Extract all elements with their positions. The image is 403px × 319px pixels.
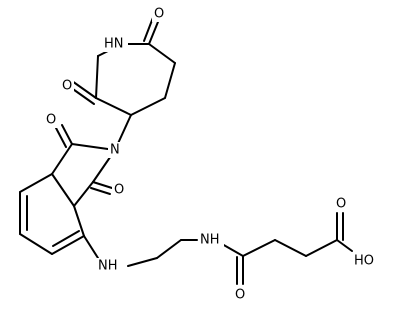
bond: [127, 257, 158, 267]
atom-label-o-acid-carbonyl: O: [336, 197, 346, 212]
bond: [130, 97, 166, 116]
bond: [71, 143, 116, 151]
bond: [242, 239, 276, 257]
bond: [51, 173, 75, 207]
atom-label-o-glutarimide-left: O: [62, 79, 72, 94]
bond: [55, 127, 67, 148]
atom-label-ho-acid: HO: [354, 254, 374, 269]
bond: [73, 205, 85, 237]
bond: [336, 239, 353, 252]
atom-label-o-isoindoline-bottom: O: [114, 183, 124, 198]
atom-label-o-isoindoline-top: O: [46, 113, 56, 128]
bond: [95, 55, 99, 99]
bond: [148, 43, 176, 64]
bond: [274, 239, 307, 257]
bond: [90, 187, 111, 195]
atom-label-o-glutarimide-top: O: [154, 7, 164, 22]
atom-label-o-amide: O: [235, 288, 245, 303]
bond: [52, 230, 80, 247]
atom-label-n-isoindoline: N: [110, 143, 120, 158]
bond: [95, 97, 132, 116]
atom-label-layer: HN O O N O O NH NH O O HO: [44, 6, 378, 303]
bond: [51, 143, 73, 175]
bond: [305, 239, 338, 257]
atom-label-nh-amide: NH: [200, 233, 220, 248]
bond: [51, 235, 85, 255]
atom-label-nh-aryl-amine: NH: [98, 259, 118, 274]
bond: [19, 233, 53, 255]
bond: [61, 124, 73, 145]
bond: [73, 181, 94, 207]
bond: [83, 235, 99, 259]
bond: [71, 80, 97, 99]
bond-layer: [19, 14, 353, 285]
bond: [92, 181, 113, 189]
bond: [164, 62, 176, 99]
bond: [19, 173, 53, 193]
bond: [156, 239, 182, 259]
bond: [221, 243, 244, 257]
atom-label-hn-imide: HN: [104, 37, 124, 52]
